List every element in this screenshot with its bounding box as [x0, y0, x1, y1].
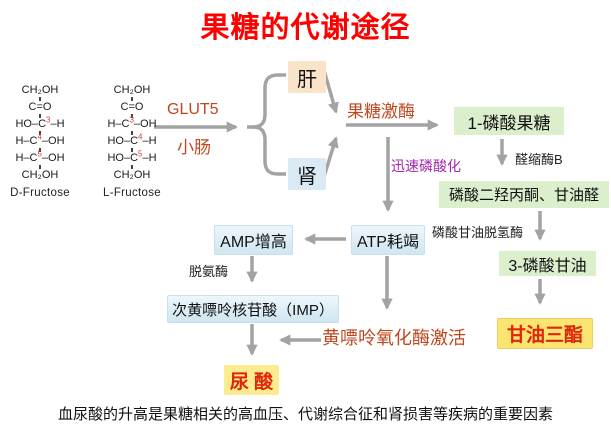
bond-line — [131, 131, 133, 135]
bond-line — [39, 114, 41, 118]
bond-line — [131, 114, 133, 118]
bond-line — [39, 131, 41, 135]
bond-line — [39, 165, 41, 169]
carbon-number: 4 — [138, 132, 143, 142]
kidney-node: 肾 — [288, 158, 326, 190]
formula-row: H–C3–OH — [107, 115, 157, 130]
bottom-caption: 血尿酸的升高是果糖相关的高血压、代谢综合征和肾损害等疾病的重要因素 — [57, 406, 553, 423]
carbon-number: 3 — [129, 115, 134, 125]
glycerophosphate-dehydrogenase-label: 磷酸甘油脱氢酶 — [432, 225, 524, 240]
dhap-glyceraldehyde-node: 磷酸二羟丙酮、甘油醛 — [439, 181, 609, 208]
deaminase-label: 脱氨酶 — [189, 264, 229, 279]
formula-row: H–C4–OH — [15, 132, 65, 147]
page-title: 果糖的代谢途径 — [200, 12, 411, 44]
liver-node: 肝 — [288, 61, 326, 93]
fructokinase-label: 果糖激酶 — [347, 102, 415, 121]
formula-row: H–C5–OH — [15, 149, 65, 164]
bond-line — [131, 148, 133, 152]
bond-line — [39, 97, 41, 101]
l-fructose-structure: CH₂OH C=O H–C3–OH HO–C4–H HO–C5–H CH₂OH L-Fru… — [92, 84, 172, 199]
glycerol-3-phosphate-node: 3-磷酸甘油 — [499, 251, 596, 276]
carbon-number: 5 — [138, 149, 143, 159]
d-fructose-formula: CH₂OH C=O HO–C3–H H–C4–OH H–C5–OH CH₂OH — [0, 84, 80, 182]
bond-line — [131, 165, 133, 169]
atp-depletion-node: ATP耗竭 — [351, 225, 425, 255]
bond-line — [39, 148, 41, 152]
formula-row: CH₂OH — [21, 84, 59, 96]
formula-row: HO–C4–H — [107, 132, 157, 147]
rapid-phosphorylation-label: 迅速磷酸化 — [391, 158, 461, 174]
bond-line — [131, 97, 133, 101]
uric-acid-node: 尿 酸 — [224, 365, 279, 395]
fructose-1-phosphate-node: 1-磷酸果糖 — [454, 107, 564, 135]
branch-down-curve — [252, 125, 286, 176]
formula-row: HO–C5–H — [107, 149, 157, 164]
glut5-label: GLUT5 — [167, 101, 219, 118]
carbon-number: 3 — [46, 115, 51, 125]
formula-row: C=O — [28, 101, 52, 113]
l-fructose-label: L-Fructose — [103, 187, 161, 199]
triglyceride-node: 甘油三酯 — [497, 318, 593, 349]
amp-increase-node: AMP增高 — [214, 225, 293, 255]
carbon-number: 5 — [37, 149, 42, 159]
d-fructose-label: D-Fructose — [10, 187, 70, 199]
formula-row: CH₂OH — [113, 169, 151, 181]
l-fructose-formula: CH₂OH C=O H–C3–OH HO–C4–H HO–C5–H CH₂OH — [92, 84, 172, 182]
small-intestine-label: 小肠 — [177, 138, 211, 157]
formula-row: CH₂OH — [21, 169, 59, 181]
formula-row: C=O — [120, 101, 144, 113]
xanthine-oxidase-activation-label: 黄嘌呤氧化酶激活 — [322, 328, 466, 348]
aldolase-b-label: 醛缩酶B — [515, 152, 563, 167]
carbon-number: 4 — [37, 132, 42, 142]
imp-node: 次黄嘌呤核苷酸（IMP） — [167, 295, 339, 323]
branch-up-curve — [252, 73, 286, 129]
formula-row: HO–C3–H — [15, 115, 65, 130]
formula-row: CH₂OH — [113, 84, 151, 96]
d-fructose-structure: CH₂OH C=O HO–C3–H H–C4–OH H–C5–OH CH₂OH D-Fru… — [0, 84, 80, 199]
